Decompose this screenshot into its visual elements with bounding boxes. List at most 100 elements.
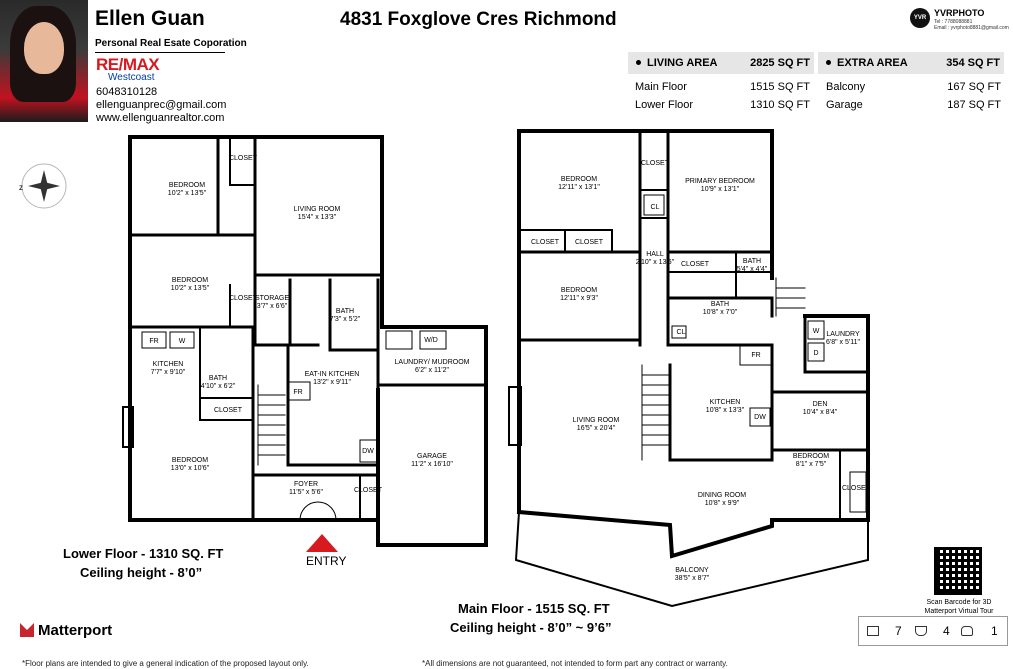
entry-arrow-icon [306,534,338,552]
room-dims: 13'0" x 10'6" [171,465,210,472]
appliance-label: FR [751,352,760,359]
closet-label: CLOSET [354,487,383,494]
matterport-icon [20,623,34,637]
appliance-label: W [813,328,820,335]
room-dims: 6'8" x 5'11" [826,339,860,346]
room-name: DEN [813,401,828,408]
room-name: EAT-IN KITCHEN [305,371,360,378]
closet-label: CLOSET [214,407,243,414]
closet-label: CL [651,204,660,211]
agent-phone: 6048310128 [96,86,158,98]
photographer-tel: Tel : 7788088881 [934,19,973,25]
room-dims: 15'4" x 13'3" [298,214,337,221]
appliance-label: D [813,350,818,357]
closet-label: CLOSET [229,295,258,302]
room-dims: 11'5" x 5'6" [289,489,323,496]
disclaimer-layout: *Floor plans are intended to give a gene… [22,659,309,668]
qr-caption: Scan Barcode for 3D Matterport Virtual T… [924,599,994,615]
room-name: KITCHEN [710,399,741,406]
room-name: BATH [711,301,729,308]
qr-code[interactable] [934,547,982,595]
disclaimer-dimensions: *All dimensions are not guaranteed, not … [422,659,728,668]
main-floor-caption: Main Floor - 1515 SQ. FT [458,601,610,616]
room-name: PRIMARY BEDROOM [685,178,755,185]
divider [95,52,225,53]
room-name: LIVING ROOM [294,206,341,213]
appliance-label: FR [293,389,302,396]
room-name: LAUNDRY [826,331,860,338]
room-name: BEDROOM [172,277,208,284]
room-dims: 12'11" x 13'1" [558,184,600,191]
closet-label: CLOSET [842,485,871,492]
lower-floor-plan [122,135,488,547]
room-dims: 3'7" x 6'6" [257,303,288,310]
appliance-label: DW [754,414,766,421]
bath-icon [915,626,927,636]
room-dims: 10'8" x 13'3" [706,407,745,414]
room-name: BEDROOM [793,453,829,460]
room-dims: 11'2" x 16'10" [411,461,453,468]
room-name: FOYER [294,481,318,488]
agent-company: Personal Real Esate Coporation [95,38,247,49]
room-dims: 10'4" x 8'4" [803,409,838,416]
closet-label: CL [677,329,686,336]
room-name: KITCHEN [153,361,184,368]
bath-count: 4 [943,624,950,638]
room-dims: 7'3" x 5'2" [330,316,361,323]
appliance-label: W [179,338,186,345]
closet-label: CLOSET [575,239,604,246]
photographer-logo: YVR [910,8,930,28]
room-name: BALCONY [675,567,709,574]
closet-label: CLOSET [641,160,670,167]
room-name: BEDROOM [172,457,208,464]
matterport-logo: Matterport [20,622,112,639]
room-dims: 6'2" x 11'2" [415,367,449,374]
room-name: BATH [209,375,227,382]
room-name: HALL [646,251,664,258]
room-dims: 7'7" x 9'10" [151,369,186,376]
room-dims: 5'4" x 4'4" [737,266,768,273]
bed-icon [867,626,879,636]
closet-label: CLOSET [681,261,710,268]
room-name: DINING ROOM [698,492,746,499]
room-dims: 8'1" x 7'5" [796,461,827,468]
room-counts: 7 4 1 [858,616,1008,646]
room-dims: 10'2" x 13'5" [171,285,210,292]
lower-floor-ceiling: Ceiling height - 8’0” [80,565,203,580]
main-floor-ceiling: Ceiling height - 8’0” ~ 9’6” [450,620,612,635]
main-floor-plan [508,129,870,608]
appliance-label: DW [362,448,374,455]
room-dims: 38'5" x 8'7" [675,575,710,582]
entry-label: ENTRY [306,554,347,568]
room-name: BEDROOM [561,287,597,294]
room-name: LAUNDRY/ MUDROOM [395,359,470,366]
room-dims: 13'2" x 9'11" [313,379,351,386]
room-name: BEDROOM [561,176,597,183]
room-name: BATH [336,308,354,315]
agent-email: ellenguanprec@gmail.com [96,99,227,111]
property-address: 4831 Foxglove Cres Richmond [340,9,617,30]
brand-logo: RE/MAX [96,55,160,74]
photographer-email: Email : yvrphoto8881@gmail.com [934,25,1009,31]
room-dims: 10'9" x 13'1" [701,186,740,193]
room-name: LIVING ROOM [573,417,620,424]
closet-label: CLOSET [531,239,560,246]
appliance-label: W/D [424,337,438,344]
room-dims: 12'11" x 9'3" [560,295,598,302]
room-dims: 4'10" x 6'2" [201,383,236,390]
svg-text:z: z [19,183,23,192]
compass-icon: z [19,163,67,209]
bed-count: 7 [895,624,902,638]
room-dims: 2'10" x 13'5" [636,259,675,266]
room-name: BEDROOM [169,182,205,189]
room-name: STORAGE [255,295,289,302]
room-dims: 10'8" x 7'0" [703,309,738,316]
agent-website: www.ellenguanrealtor.com [96,112,225,124]
room-dims: 10'8" x 9'9" [705,500,740,507]
brand-sub: Westcoast [108,72,155,83]
